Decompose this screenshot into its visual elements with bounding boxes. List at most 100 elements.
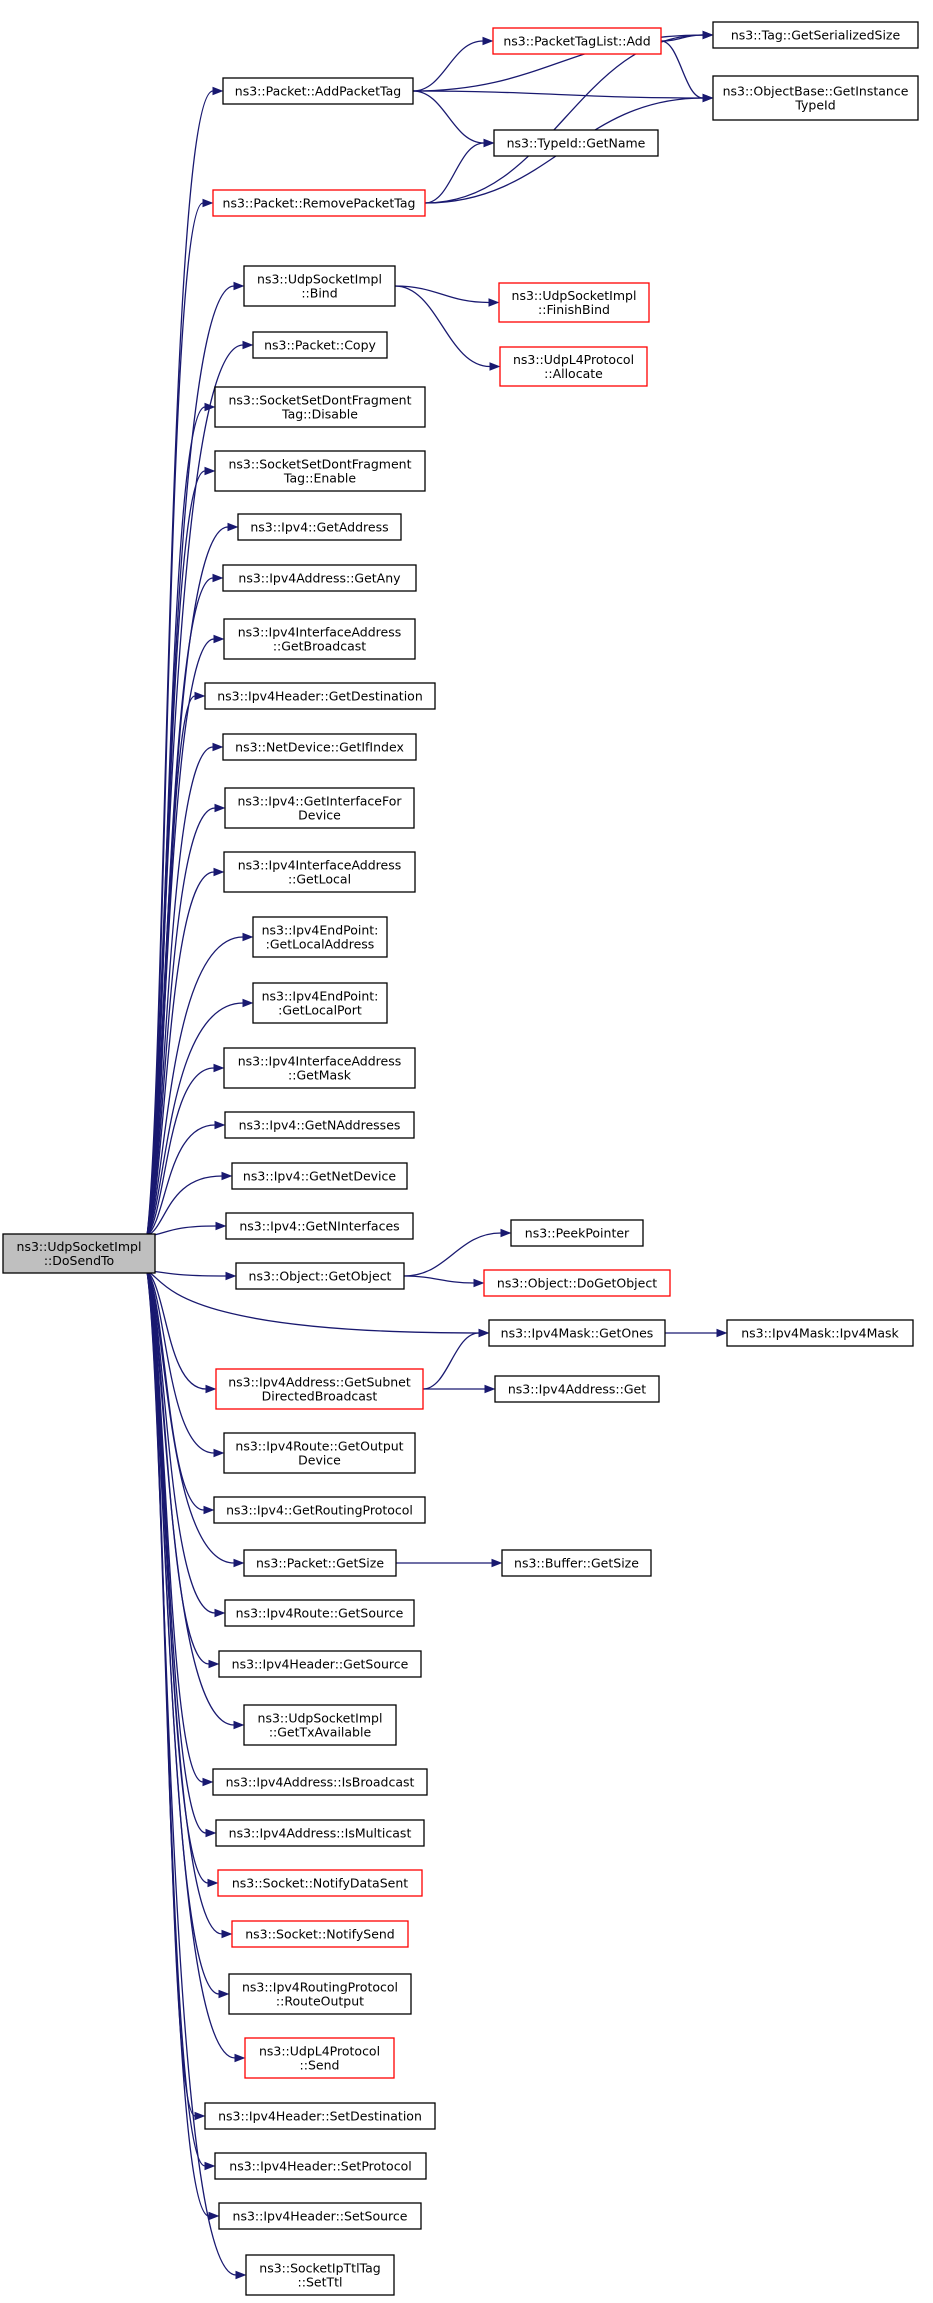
arrowhead-Ipv4GetAddress: [227, 522, 239, 532]
node-ObjectGetObject[interactable]: ns3::Object::GetObject: [235, 1262, 405, 1290]
node-IfAddrGetBroadcast[interactable]: ns3::Ipv4InterfaceAddress::GetBroadcast: [223, 618, 416, 660]
node-Bind[interactable]: ns3::UdpSocketImpl::Bind: [243, 265, 396, 307]
node-Ipv4AddressGetAny[interactable]: ns3::Ipv4Address::GetAny: [222, 564, 417, 592]
node-SetTtl[interactable]: ns3::SocketIpTtlTag::SetTtl: [245, 2254, 395, 2296]
node-label: ns3::Tag::GetSerializedSize: [731, 28, 901, 43]
arrowhead-IfAddrGetMask: [213, 1063, 225, 1073]
edge-root-to-NetDeviceGetIfIndex: [146, 746, 214, 1237]
node-label: ::Allocate: [544, 366, 603, 381]
node-Ipv4GetAddress[interactable]: ns3::Ipv4::GetAddress: [237, 513, 402, 541]
arrowhead-IfAddrGetLocal: [213, 867, 225, 877]
node-IfAddrGetLocal[interactable]: ns3::Ipv4InterfaceAddress::GetLocal: [223, 851, 416, 893]
node-HeaderGetSource[interactable]: ns3::Ipv4Header::GetSource: [218, 1650, 422, 1678]
edge-root-to-Ipv4GetNAddresses: [146, 1124, 216, 1237]
node-HeaderSetSource[interactable]: ns3::Ipv4Header::SetSource: [218, 2202, 422, 2230]
node-GetSubnetDirectedBroadcast[interactable]: ns3::Ipv4Address::GetSubnetDirectedBroad…: [215, 1368, 424, 1410]
node-label: ns3::Ipv4::GetAddress: [250, 520, 388, 535]
node-PacketTagListAdd[interactable]: ns3::PacketTagList::Add: [492, 27, 662, 55]
node-MaskCtor[interactable]: ns3::Ipv4Mask::Ipv4Mask: [726, 1319, 914, 1347]
edge-Bind-to-Allocate: [394, 285, 491, 368]
node-label: ns3::NetDevice::GetIfIndex: [235, 740, 404, 755]
node-Allocate[interactable]: ns3::UdpL4Protocol::Allocate: [499, 346, 648, 387]
node-HeaderSetDestination[interactable]: ns3::Ipv4Header::SetDestination: [204, 2102, 436, 2130]
node-label: ns3::UdpSocketImpl: [257, 272, 382, 287]
node-AddPacketTag[interactable]: ns3::Packet::AddPacketTag: [222, 77, 414, 105]
edge-root-to-RouteGetOutputDevice: [146, 1270, 215, 1454]
node-label: ns3::Ipv4::GetInterfaceFor: [238, 794, 403, 809]
node-label: ns3::Packet::AddPacketTag: [235, 84, 401, 99]
root-node-label: ns3::UdpSocketImpl: [17, 1239, 142, 1254]
node-Ipv4GetNInterfaces[interactable]: ns3::Ipv4::GetNInterfaces: [225, 1212, 414, 1240]
edge-PacketTagListAdd-to-ObjectBaseGetInstanceTypeId: [660, 40, 704, 99]
node-box-FinishBind: [498, 282, 650, 323]
node-IsMulticast[interactable]: ns3::Ipv4Address::IsMulticast: [215, 1819, 425, 1847]
node-box-DontFragDisable: [214, 386, 426, 428]
node-EndPointGetLocalAddress[interactable]: ns3::Ipv4EndPoint::GetLocalAddress: [252, 916, 388, 958]
root-node[interactable]: ns3::UdpSocketImpl::DoSendTo: [2, 1233, 156, 1274]
node-RouteOutput[interactable]: ns3::Ipv4RoutingProtocol::RouteOutput: [228, 1973, 412, 2015]
node-label: ns3::Ipv4Route::GetOutput: [235, 1439, 403, 1454]
node-box-RemovePacketTag: [212, 189, 426, 217]
node-Ipv4GetNetDevice[interactable]: ns3::Ipv4::GetNetDevice: [231, 1162, 408, 1190]
node-label: ns3::Ipv4InterfaceAddress: [238, 1054, 402, 1069]
node-box-Allocate: [499, 346, 648, 387]
node-BufferGetSize[interactable]: ns3::Buffer::GetSize: [501, 1549, 652, 1577]
node-Ipv4GetRoutingProtocol[interactable]: ns3::Ipv4::GetRoutingProtocol: [213, 1496, 426, 1524]
node-HeaderSetProtocol[interactable]: ns3::Ipv4Header::SetProtocol: [214, 2152, 427, 2180]
arrowhead-Ipv4GetNetDevice: [221, 1171, 233, 1181]
node-IsBroadcast[interactable]: ns3::Ipv4Address::IsBroadcast: [212, 1768, 428, 1796]
node-HeaderGetDestination[interactable]: ns3::Ipv4Header::GetDestination: [204, 682, 436, 710]
node-box-RouteGetOutputDevice: [223, 1432, 416, 1474]
node-IfAddrGetMask[interactable]: ns3::Ipv4InterfaceAddress::GetMask: [223, 1047, 416, 1089]
edge-root-to-Ipv4GetNInterfaces: [146, 1225, 217, 1237]
node-box-Ipv4GetNetDevice: [231, 1162, 408, 1190]
node-box-MaskGetOnes: [488, 1319, 666, 1347]
node-TypeIdGetName[interactable]: ns3::TypeId::GetName: [493, 129, 659, 157]
edge-AddPacketTag-to-TypeIdGetName: [412, 90, 485, 144]
node-MaskGetOnes[interactable]: ns3::Ipv4Mask::GetOnes: [488, 1319, 666, 1347]
arrowhead-ObjectBaseGetInstanceTypeId: [702, 93, 714, 103]
node-box-PacketCopy: [252, 331, 388, 359]
node-label: ns3::Packet::Copy: [264, 338, 376, 353]
edge-GetSubnetDirectedBroadcast-to-MaskGetOnes: [422, 1332, 480, 1390]
node-PacketGetSize[interactable]: ns3::Packet::GetSize: [243, 1549, 397, 1577]
node-RouteGetSource[interactable]: ns3::Ipv4Route::GetSource: [224, 1599, 415, 1627]
node-RemovePacketTag[interactable]: ns3::Packet::RemovePacketTag: [212, 189, 426, 217]
node-PacketCopy[interactable]: ns3::Packet::Copy: [252, 331, 388, 359]
node-label: ns3::SocketSetDontFragment: [229, 457, 412, 472]
edge-RemovePacketTag-to-TagGetSerializedSize: [424, 34, 704, 204]
arrowhead-IsBroadcast: [202, 1777, 214, 1787]
arrowhead-NetDeviceGetIfIndex: [212, 742, 224, 752]
node-ObjectDoGetObject[interactable]: ns3::Object::DoGetObject: [483, 1269, 671, 1297]
node-box-RouteGetSource: [224, 1599, 415, 1627]
edge-root-to-ObjectGetObject: [146, 1270, 227, 1277]
node-label: :GetLocalPort: [278, 1003, 362, 1018]
node-PeekPointer[interactable]: ns3::PeekPointer: [510, 1219, 644, 1247]
node-GetTxAvailable[interactable]: ns3::UdpSocketImpl::GetTxAvailable: [243, 1704, 397, 1746]
edge-root-to-SetTtl: [146, 1270, 237, 2276]
arrowhead-NotifySend: [221, 1929, 233, 1939]
arrowhead-Ipv4GetInterfaceForDevice: [214, 803, 226, 813]
node-NotifyDataSent[interactable]: ns3::Socket::NotifyDataSent: [217, 1869, 423, 1897]
node-EndPointGetLocalPort[interactable]: ns3::Ipv4EndPoint::GetLocalPort: [252, 982, 388, 1024]
node-box-DontFragEnable: [214, 450, 426, 492]
node-label: ns3::Ipv4Mask::GetOnes: [501, 1326, 654, 1341]
node-UdpL4Send[interactable]: ns3::UdpL4Protocol::Send: [244, 2037, 395, 2079]
node-label: ns3::Ipv4Address::IsMulticast: [229, 1826, 412, 1841]
arrowhead-Bind: [233, 281, 245, 291]
edge-root-to-Ipv4GetNetDevice: [146, 1175, 223, 1237]
node-Ipv4GetNAddresses[interactable]: ns3::Ipv4::GetNAddresses: [224, 1111, 415, 1139]
node-box-IfAddrGetBroadcast: [223, 618, 416, 660]
node-FinishBind[interactable]: ns3::UdpSocketImpl::FinishBind: [498, 282, 650, 323]
node-NotifySend[interactable]: ns3::Socket::NotifySend: [231, 1920, 409, 1948]
node-TagGetSerializedSize[interactable]: ns3::Tag::GetSerializedSize: [712, 21, 919, 49]
node-box-IsBroadcast: [212, 1768, 428, 1796]
node-Ipv4AddressGet[interactable]: ns3::Ipv4Address::Get: [494, 1375, 660, 1403]
node-NetDeviceGetIfIndex[interactable]: ns3::NetDevice::GetIfIndex: [222, 733, 417, 761]
node-label: :GetLocalAddress: [266, 937, 375, 952]
